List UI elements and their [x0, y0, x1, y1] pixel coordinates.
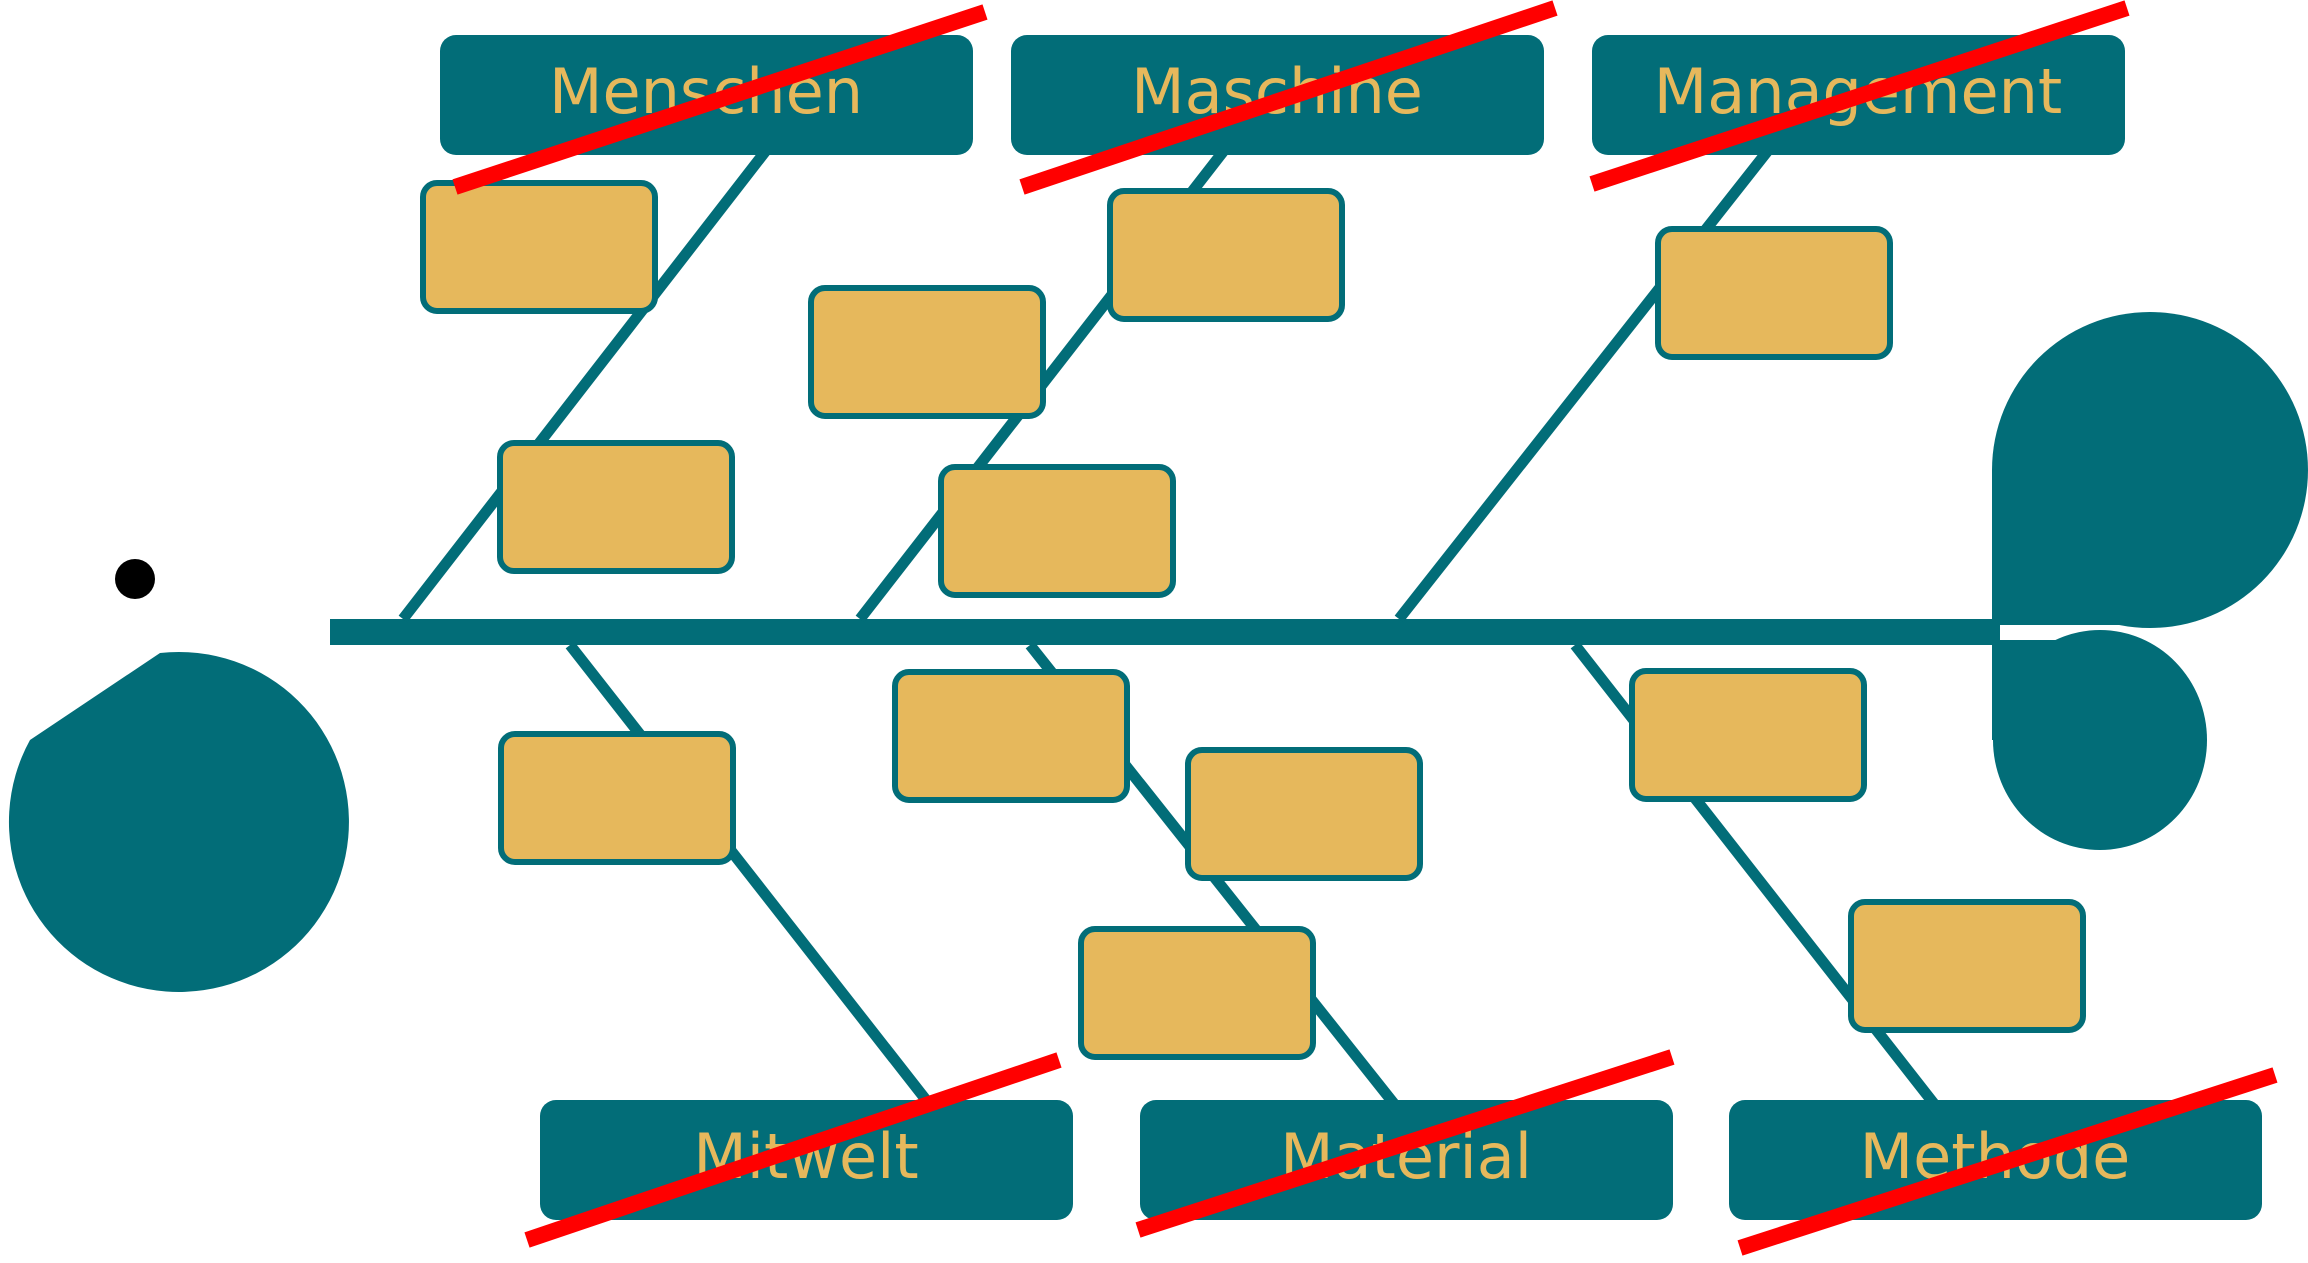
- cause-box-shape: [420, 180, 658, 314]
- category-menschen[interactable]: Menschen: [440, 35, 973, 155]
- fish-tail: [1992, 312, 2308, 850]
- cause-box-shape: [1848, 899, 2086, 1033]
- strike-methode: [1737, 1067, 2278, 1256]
- cause-box-shape: [808, 285, 1046, 419]
- cause-box-shape: [497, 440, 735, 574]
- cause-box-material[interactable]: [1185, 747, 1423, 881]
- bone-menschen: [398, 144, 773, 623]
- tail-upper-block: [1992, 470, 2150, 625]
- cause-box-mitwelt[interactable]: [498, 731, 736, 865]
- cause-box-maschine[interactable]: [1107, 188, 1345, 322]
- head-shape: [8, 651, 349, 992]
- eye-pupil: [115, 559, 155, 599]
- strike-maschine: [1019, 0, 1558, 195]
- cause-box-maschine[interactable]: [938, 464, 1176, 598]
- cause-box-management[interactable]: [1655, 226, 1893, 360]
- strike-lines: [452, 0, 2278, 1256]
- cause-box-methode[interactable]: [1848, 899, 2086, 1033]
- tail-lower-block: [1992, 640, 2100, 740]
- cause-box-shape: [1107, 188, 1345, 322]
- cause-box-shape: [1655, 226, 1893, 360]
- bone-mitwelt: [565, 641, 935, 1109]
- cause-box-shape: [498, 731, 736, 865]
- strike-menschen: [452, 4, 988, 195]
- bone-management: [1394, 144, 1775, 623]
- strike-mitwelt: [524, 1052, 1062, 1248]
- cause-box-shape: [1629, 668, 1867, 802]
- cause-box-material[interactable]: [892, 669, 1130, 803]
- strike-material: [1135, 1049, 1675, 1238]
- cause-box-shape: [1078, 926, 1316, 1060]
- cause-box-methode[interactable]: [1629, 668, 1867, 802]
- strike-management: [1589, 0, 2130, 192]
- cause-box-shape: [1185, 747, 1423, 881]
- category-label: Material: [1280, 1120, 1532, 1193]
- cause-box-shape: [892, 669, 1130, 803]
- cause-boxes: [420, 180, 2086, 1060]
- category-label: Mitwelt: [693, 1120, 918, 1193]
- cause-box-menschen[interactable]: [497, 440, 735, 574]
- cause-box-shape: [938, 464, 1176, 598]
- cause-box-material[interactable]: [1078, 926, 1316, 1060]
- fish-head: [8, 531, 349, 992]
- cause-box-menschen[interactable]: [420, 180, 658, 314]
- cause-box-maschine[interactable]: [808, 285, 1046, 419]
